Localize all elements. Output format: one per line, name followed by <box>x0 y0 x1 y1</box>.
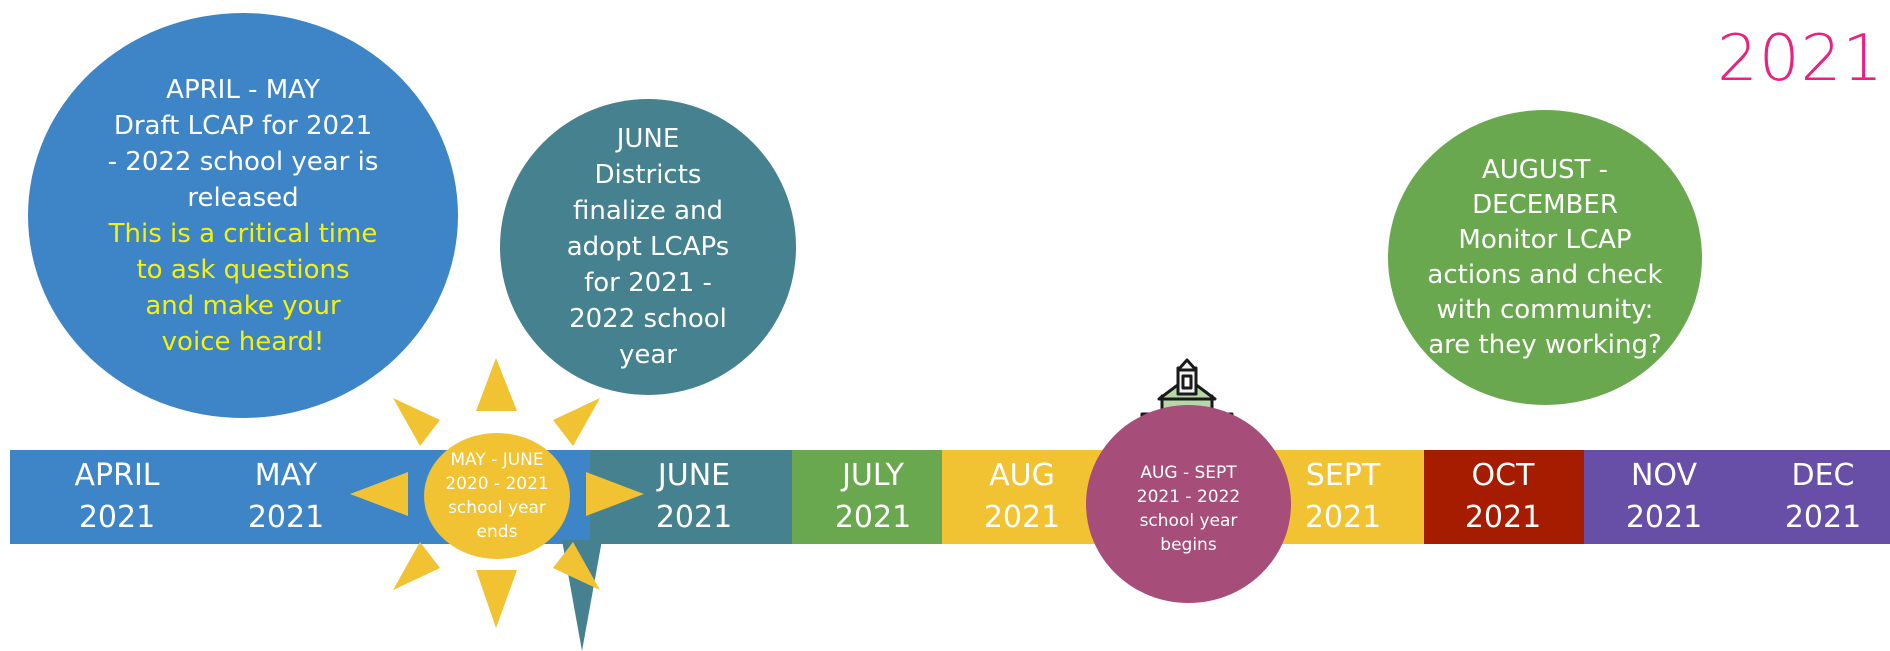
month-name: MAY <box>254 458 318 493</box>
month-year: 2021 <box>1304 500 1382 535</box>
month-name: APRIL <box>74 458 160 493</box>
month-label-dec: DEC 2021 <box>1758 455 1888 539</box>
callout-line: finalize and <box>572 196 724 226</box>
callout-line: actions and check <box>1427 259 1663 290</box>
sun-ray-top <box>476 358 517 411</box>
segment-oct <box>1424 450 1584 544</box>
month-year: 2021 <box>1625 500 1703 535</box>
segment-july <box>792 450 942 544</box>
callout-line: school year <box>1139 511 1238 531</box>
callout-line: AUGUST - <box>1481 154 1609 185</box>
sun-ray-right <box>586 472 644 516</box>
month-name: NOV <box>1630 458 1698 493</box>
month-name: OCT <box>1471 458 1535 493</box>
month-year: 2021 <box>1784 500 1862 535</box>
month-name: AUG <box>989 458 1055 493</box>
callout-line: are they working? <box>1428 329 1662 360</box>
month-year: 2021 <box>655 500 733 535</box>
callout-highlight-line: This is a critical time <box>108 218 378 249</box>
month-year: 2021 <box>1464 500 1542 535</box>
month-name: DEC <box>1791 458 1855 493</box>
callout-line: with community: <box>1436 294 1654 325</box>
callout-line: 2020 - 2021 <box>445 474 549 494</box>
callout-highlight-line: voice heard! <box>161 326 325 357</box>
sun-ray-bottom-left <box>393 542 440 590</box>
callout-aug-sept: AUG - SEPT 2021 - 2022 school year begin… <box>1086 405 1291 603</box>
callout-line: APRIL - MAY <box>166 74 320 105</box>
callout-aug-dec: AUGUST - DECEMBER Monitor LCAP actions a… <box>1388 110 1702 405</box>
sun-ray-top-right <box>553 398 600 446</box>
month-label-sept: SEPT 2021 <box>1278 455 1408 539</box>
callout-line: begins <box>1160 535 1217 555</box>
sun-icon <box>350 358 644 628</box>
callout-line: ends <box>476 522 518 542</box>
callout-line: Draft LCAP for 2021 <box>113 110 373 141</box>
sun-ray-bottom-right <box>553 542 600 590</box>
callout-line: 2022 school <box>569 304 727 334</box>
callout-line: released <box>187 182 299 213</box>
callout-line: adopt LCAPs <box>566 232 730 262</box>
sun-ray-bottom <box>476 570 517 628</box>
month-year: 2021 <box>834 500 912 535</box>
callout-line: AUG - SEPT <box>1140 463 1237 483</box>
callout-highlight-line: to ask questions <box>136 254 350 285</box>
month-label-nov: NOV 2021 <box>1599 455 1729 539</box>
sun-ray-left <box>350 472 408 516</box>
callout-line: Monitor LCAP <box>1458 224 1632 255</box>
month-label-april: APRIL 2021 <box>52 455 182 539</box>
callout-line: 2021 - 2022 <box>1136 487 1241 507</box>
month-label-oct: OCT 2021 <box>1438 455 1568 539</box>
year-title: 2021 <box>1717 22 1884 96</box>
month-name: SEPT <box>1305 458 1381 493</box>
segment-nov-dec <box>1584 450 1890 544</box>
month-label-july: JULY 2021 <box>808 455 938 539</box>
callout-june: JUNE Districts finalize and adopt LCAPs … <box>500 99 796 395</box>
callout-line: school year <box>448 498 546 518</box>
callout-line: for 2021 - <box>584 268 712 298</box>
callout-line: Districts <box>594 160 702 190</box>
callout-highlight-line: and make your <box>145 290 341 321</box>
month-year: 2021 <box>78 500 156 535</box>
callout-line: DECEMBER <box>1472 189 1618 220</box>
month-label-june: JUNE 2021 <box>629 455 759 539</box>
callout-line: JUNE <box>616 124 680 154</box>
callout-line: year <box>618 340 677 370</box>
month-year: 2021 <box>247 500 325 535</box>
month-name: JULY <box>842 458 904 493</box>
month-year: 2021 <box>983 500 1061 535</box>
month-name: JUNE <box>657 458 731 493</box>
callout-line: MAY - JUNE <box>450 450 544 470</box>
callout-april-may: APRIL - MAY Draft LCAP for 2021 - 2022 s… <box>28 13 458 418</box>
month-label-aug: AUG 2021 <box>957 455 1087 539</box>
callout-line: - 2022 school year is <box>107 146 379 177</box>
sun-ray-top-left <box>393 398 440 446</box>
month-label-may: MAY 2021 <box>221 455 351 539</box>
sun-center-label: MAY - JUNE 2020 - 2021 school year ends <box>424 433 570 559</box>
